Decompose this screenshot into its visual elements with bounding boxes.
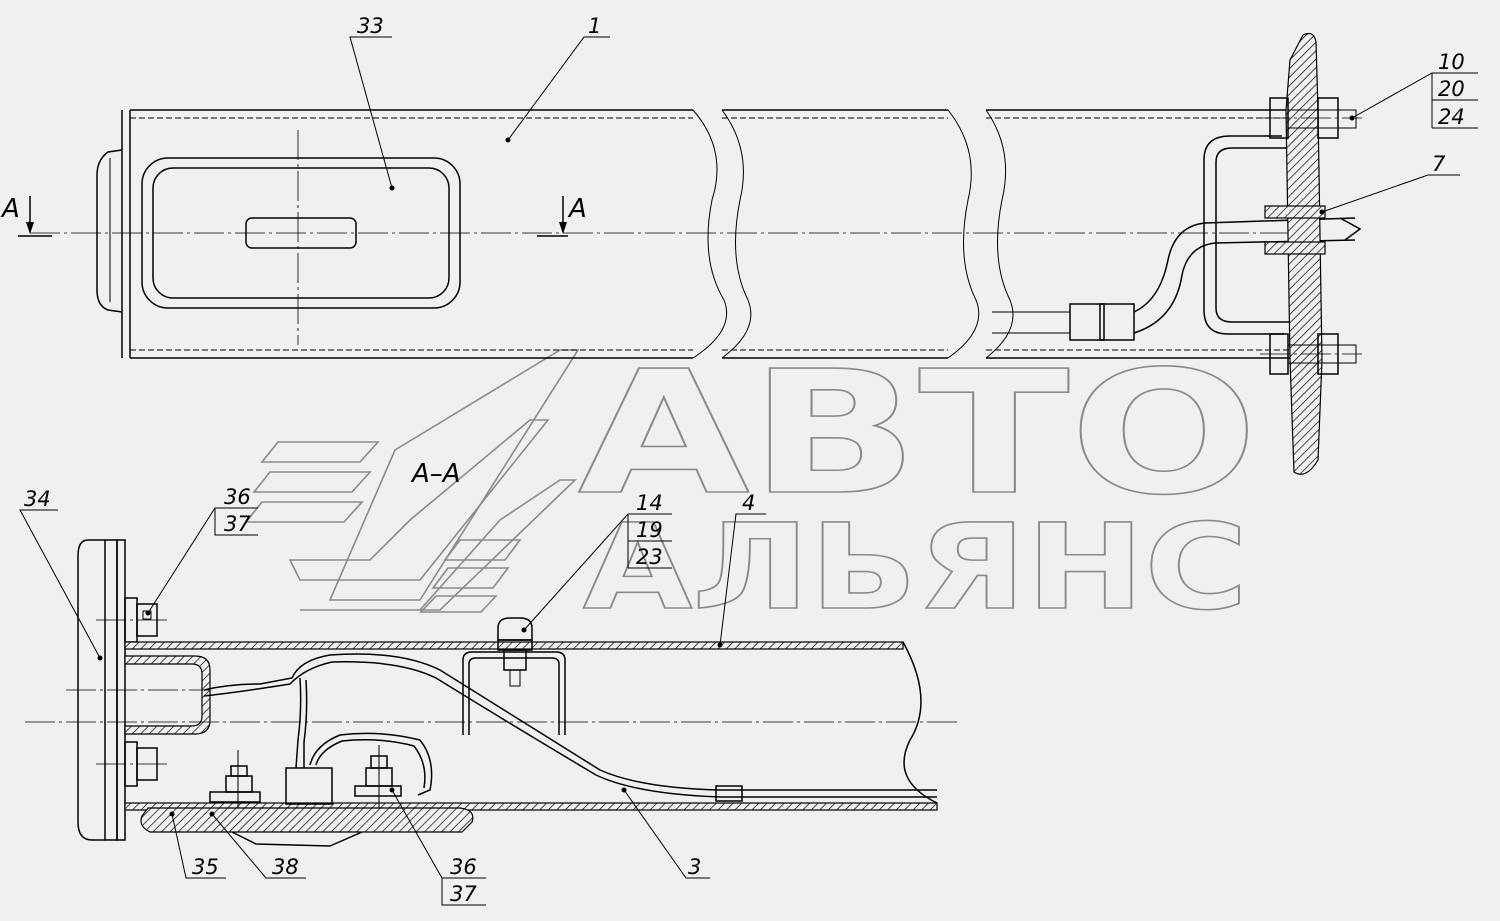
leader-lines <box>19 36 1478 906</box>
callout-35: 35 <box>192 855 219 879</box>
callout-labels: 1 33 10 20 24 7 34 36 37 14 19 23 4 3 35… <box>24 14 1465 906</box>
section-title: А–А <box>410 459 461 489</box>
callout-37-top: 37 <box>224 512 251 536</box>
section-letter-left: А <box>0 194 20 224</box>
callout-20: 20 <box>1438 77 1465 101</box>
callout-24: 24 <box>1438 105 1465 129</box>
callout-23: 23 <box>636 545 663 569</box>
callout-4: 4 <box>742 491 755 515</box>
callout-34: 34 <box>24 487 51 511</box>
callout-36-bottom: 36 <box>450 855 477 879</box>
callout-3: 3 <box>688 855 701 879</box>
callout-33: 33 <box>357 14 384 38</box>
watermark-logo: АВТО АЛЬЯНС <box>244 334 1259 637</box>
watermark-line1: АВТО <box>578 335 1258 533</box>
callout-19: 19 <box>636 518 663 542</box>
section-letter-right: А <box>567 194 587 224</box>
section-marker-left: А <box>0 194 52 237</box>
callout-7: 7 <box>1432 152 1446 176</box>
callout-10: 10 <box>1438 50 1465 74</box>
top-view <box>30 32 1362 475</box>
watermark-line2: АЛЬЯНС <box>583 498 1248 636</box>
section-view <box>25 539 960 847</box>
callout-14: 14 <box>636 491 663 515</box>
callout-36-top: 36 <box>224 485 251 509</box>
section-marker-right: А <box>537 194 587 237</box>
callout-38: 38 <box>272 855 299 879</box>
watermark-emblem <box>244 349 580 613</box>
callout-1: 1 <box>588 14 601 38</box>
callout-37-bottom: 37 <box>450 882 477 906</box>
